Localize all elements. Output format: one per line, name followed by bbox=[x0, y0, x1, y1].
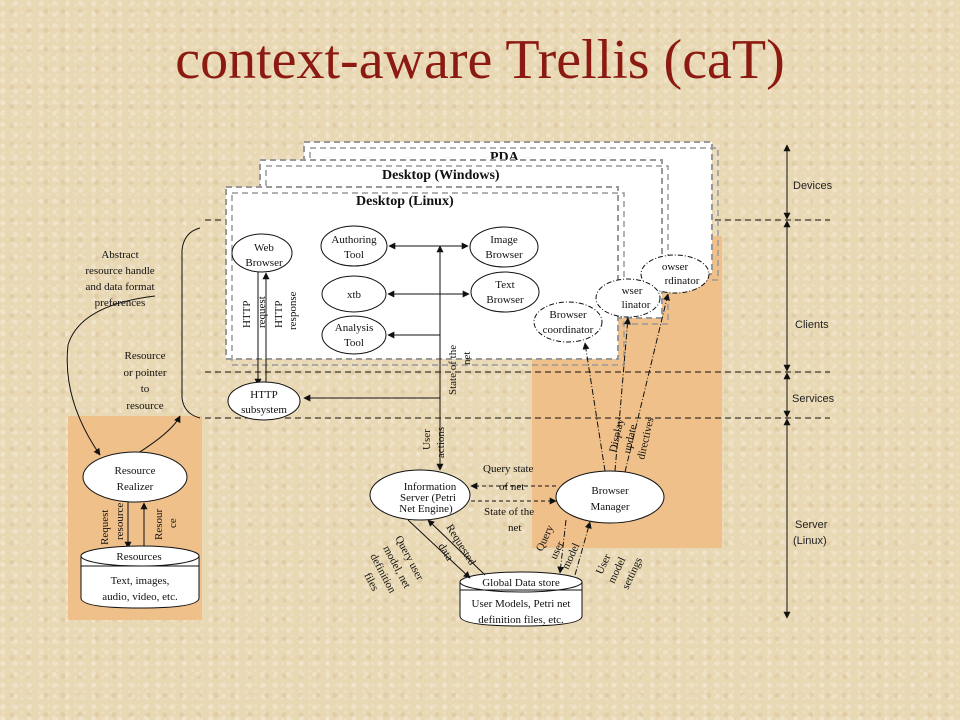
svg-text:definition files, etc.: definition files, etc. bbox=[478, 614, 564, 626]
svg-text:HTTP: HTTP bbox=[250, 389, 278, 401]
svg-text:Server (Petri: Server (Petri bbox=[400, 492, 456, 504]
state-of-net-label-2: net bbox=[508, 522, 521, 534]
client-arrows bbox=[254, 242, 470, 471]
svg-text:or pointer: or pointer bbox=[123, 367, 166, 379]
web-browser-node: Web Browser bbox=[231, 233, 293, 273]
display-update-arrows bbox=[582, 293, 670, 473]
svg-text:xtb: xtb bbox=[347, 289, 362, 301]
resources-store: Resources Text, images, audio, video, et… bbox=[80, 545, 200, 609]
svg-text:Information: Information bbox=[404, 481, 457, 493]
query-state-label-1: Query state bbox=[483, 463, 534, 475]
state-of-net-vertical-1: State of the bbox=[447, 345, 459, 395]
svg-text:Net Engine): Net Engine) bbox=[399, 503, 453, 515]
svg-text:Browser: Browser bbox=[591, 485, 629, 497]
svg-text:Realizer: Realizer bbox=[117, 481, 154, 493]
server-os-label: (Linux) bbox=[793, 535, 827, 547]
clients-bracket bbox=[181, 227, 201, 419]
svg-text:to: to bbox=[141, 383, 150, 395]
svg-text:Abstract: Abstract bbox=[101, 249, 138, 261]
svg-text:Resource: Resource bbox=[115, 465, 156, 477]
authoring-tool-node: Authoring Tool bbox=[320, 225, 388, 267]
svg-text:wser: wser bbox=[622, 285, 643, 297]
svg-text:and data format: and data format bbox=[85, 281, 154, 293]
services-label: Services bbox=[792, 393, 835, 405]
browser-manager-node: Browser Manager bbox=[555, 470, 665, 524]
query-state-label-2: of net bbox=[499, 481, 524, 493]
svg-text:Global Data store: Global Data store bbox=[482, 577, 560, 589]
resource-label-1: Resour bbox=[153, 509, 165, 541]
svg-text:resource: resource bbox=[126, 400, 163, 412]
resource-realizer-node: Resource Realizer bbox=[82, 451, 188, 503]
http-subsystem-node: HTTP subsystem bbox=[227, 381, 301, 421]
http-request-label-1: HTTP bbox=[241, 301, 253, 329]
global-data-store: Global Data store User Models, Petri net… bbox=[459, 571, 583, 627]
svg-text:linator: linator bbox=[622, 299, 651, 311]
state-of-net-label-1: State of the bbox=[484, 506, 534, 518]
svg-text:Text: Text bbox=[495, 279, 514, 291]
http-request-label-2: request bbox=[256, 296, 268, 328]
svg-text:coordinator: coordinator bbox=[543, 324, 594, 336]
svg-text:Browser: Browser bbox=[549, 309, 587, 321]
analysis-tool-node: Analysis Tool bbox=[321, 315, 387, 355]
svg-text:Authoring: Authoring bbox=[331, 234, 377, 246]
request-resource-label-1: Request bbox=[99, 510, 111, 545]
server-label: Server bbox=[795, 519, 828, 531]
browser-coordinator-linux: Browser coordinator bbox=[533, 301, 603, 343]
svg-text:audio, video, etc.: audio, video, etc. bbox=[102, 591, 178, 603]
svg-text:Browser: Browser bbox=[485, 249, 523, 261]
svg-text:Resources: Resources bbox=[116, 551, 161, 563]
text-browser-node: Text Browser bbox=[470, 271, 540, 313]
svg-text:Image: Image bbox=[490, 234, 518, 246]
page-title: context-aware Trellis (caT) bbox=[175, 29, 785, 91]
svg-text:Browser: Browser bbox=[245, 257, 283, 269]
resource-label-2: ce bbox=[167, 518, 179, 528]
svg-text:Tool: Tool bbox=[344, 337, 364, 349]
svg-text:Text, images,: Text, images, bbox=[111, 575, 170, 587]
user-actions-label-2: actions bbox=[435, 427, 447, 458]
state-of-net-vertical-2: net bbox=[461, 352, 473, 365]
svg-text:User Models, Petri net: User Models, Petri net bbox=[472, 598, 571, 610]
svg-text:subsystem: subsystem bbox=[241, 404, 287, 416]
http-response-label-1: HTTP bbox=[273, 301, 285, 329]
request-resource-label-2: resource bbox=[114, 503, 126, 540]
store-arrows bbox=[407, 519, 592, 579]
svg-text:Analysis: Analysis bbox=[335, 322, 374, 334]
linux-title: Desktop (Linux) bbox=[356, 194, 454, 209]
abstract-handle-arrow bbox=[66, 295, 156, 456]
svg-text:Browser: Browser bbox=[486, 294, 524, 306]
svg-text:Manager: Manager bbox=[590, 501, 629, 513]
realizer-arrows bbox=[124, 502, 148, 549]
manager-server-arrows bbox=[470, 482, 557, 505]
requested-data-label-2: data bbox=[435, 541, 455, 563]
resource-pointer-note: Resource or pointer to resource bbox=[123, 350, 166, 412]
browser-coordinator-windows: wser linator bbox=[595, 278, 661, 318]
svg-text:rdinator: rdinator bbox=[665, 275, 700, 287]
information-server-node: Information Server (Petri Net Engine) bbox=[369, 469, 471, 521]
image-browser-node: Image Browser bbox=[469, 226, 539, 268]
svg-text:owser: owser bbox=[662, 261, 689, 273]
svg-text:Tool: Tool bbox=[344, 249, 364, 261]
user-actions-label-1: User bbox=[421, 429, 433, 450]
abstract-handle-note: Abstract resource handle and data format… bbox=[85, 249, 154, 309]
clients-label: Clients bbox=[795, 319, 829, 331]
http-response-label-2: response bbox=[287, 291, 299, 330]
svg-text:Web: Web bbox=[254, 242, 274, 254]
svg-text:Resource: Resource bbox=[125, 350, 166, 362]
devices-label: Devices bbox=[793, 180, 833, 192]
svg-text:resource handle: resource handle bbox=[85, 265, 154, 277]
xtb-node: xtb bbox=[321, 275, 387, 313]
resource-pointer-arrow bbox=[134, 415, 181, 456]
browser-coordinator-pda: owser rdinator bbox=[640, 254, 710, 294]
windows-title: Desktop (Windows) bbox=[382, 168, 500, 183]
